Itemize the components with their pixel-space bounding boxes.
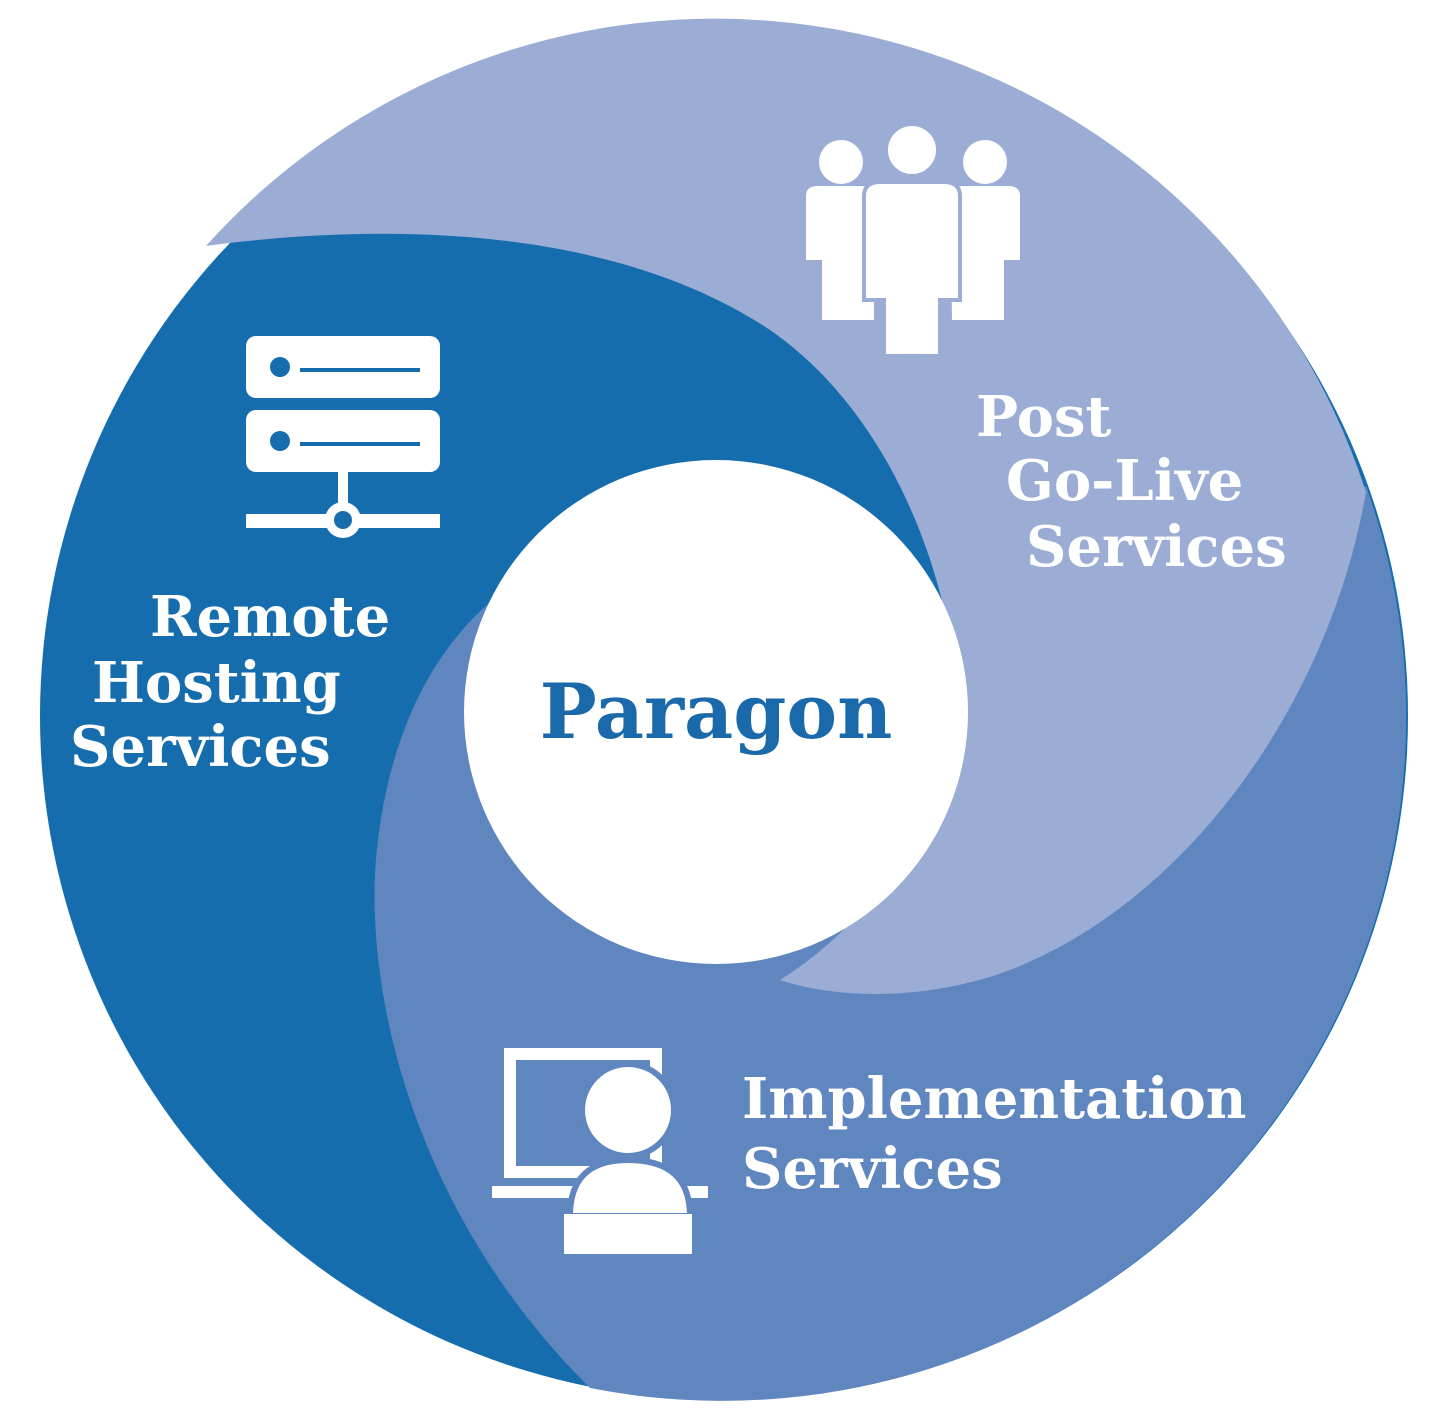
label-implementation-line-2: Services: [742, 1136, 1003, 1202]
label-implementation-line-1: Implementation: [742, 1066, 1246, 1132]
label-post-go-live-line-3: Services: [1026, 514, 1287, 580]
label-remote-hosting-line-3: Services: [70, 714, 331, 780]
label-remote-hosting: Remote Hosting Services: [70, 584, 390, 780]
computer-user-icon: [492, 1048, 708, 1254]
team-people-icon: [806, 122, 1020, 358]
label-remote-hosting-line-1: Remote: [150, 584, 390, 650]
center-circle: [464, 460, 968, 964]
center-label: Paragon: [540, 667, 893, 756]
label-implementation: Implementation Services: [742, 1066, 1246, 1202]
label-post-go-live: Post Go-Live Services: [976, 384, 1287, 580]
label-post-go-live-line-2: Go-Live: [1006, 448, 1243, 514]
label-post-go-live-line-1: Post: [976, 384, 1111, 450]
segment-post-go-live: [206, 18, 1366, 994]
label-remote-hosting-line-2: Hosting: [92, 650, 341, 716]
server-network-icon: [246, 336, 440, 538]
